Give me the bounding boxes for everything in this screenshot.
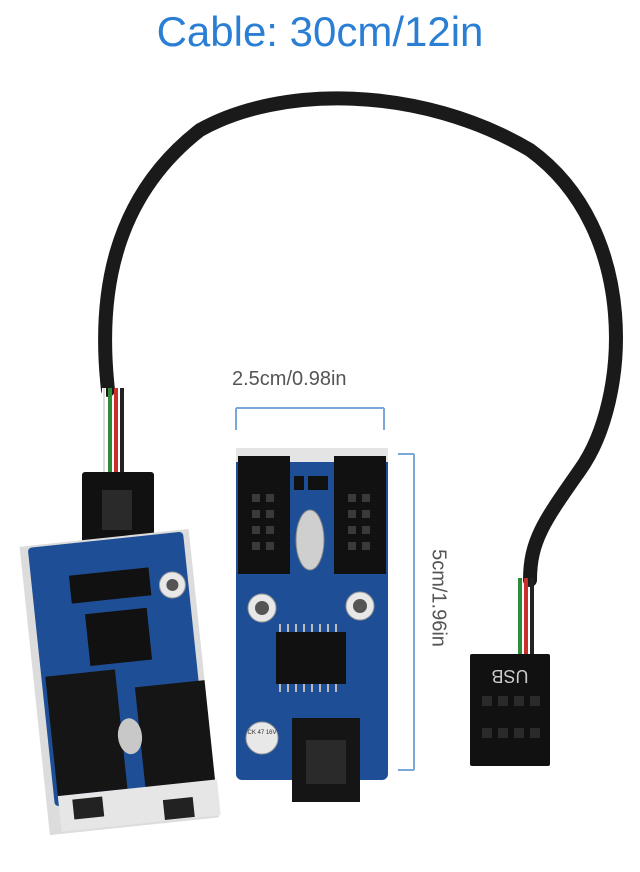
cable-length-title: Cable: 30cm/12in — [156, 8, 484, 55]
height-dimension-bracket — [398, 453, 415, 771]
top-right-header — [334, 456, 386, 574]
left-wires — [102, 388, 124, 480]
capacitor-label: CK 47 16V — [247, 730, 276, 736]
capacitor-bottom — [245, 721, 279, 755]
center-splitter-board: CK 47 16V — [236, 448, 388, 802]
top-left-header — [238, 456, 290, 574]
height-dimension-label: 5cm/1.96in — [427, 549, 450, 647]
usb-connector-label: USB — [491, 666, 528, 686]
usb-cable — [98, 91, 623, 587]
crystal-oscillator — [295, 509, 325, 571]
right-wires — [512, 578, 534, 660]
left-splitter-board — [19, 528, 221, 836]
hub-chip — [276, 632, 346, 684]
width-dimension-label: 2.5cm/0.98in — [232, 368, 347, 390]
width-dimension-bracket — [235, 407, 385, 430]
